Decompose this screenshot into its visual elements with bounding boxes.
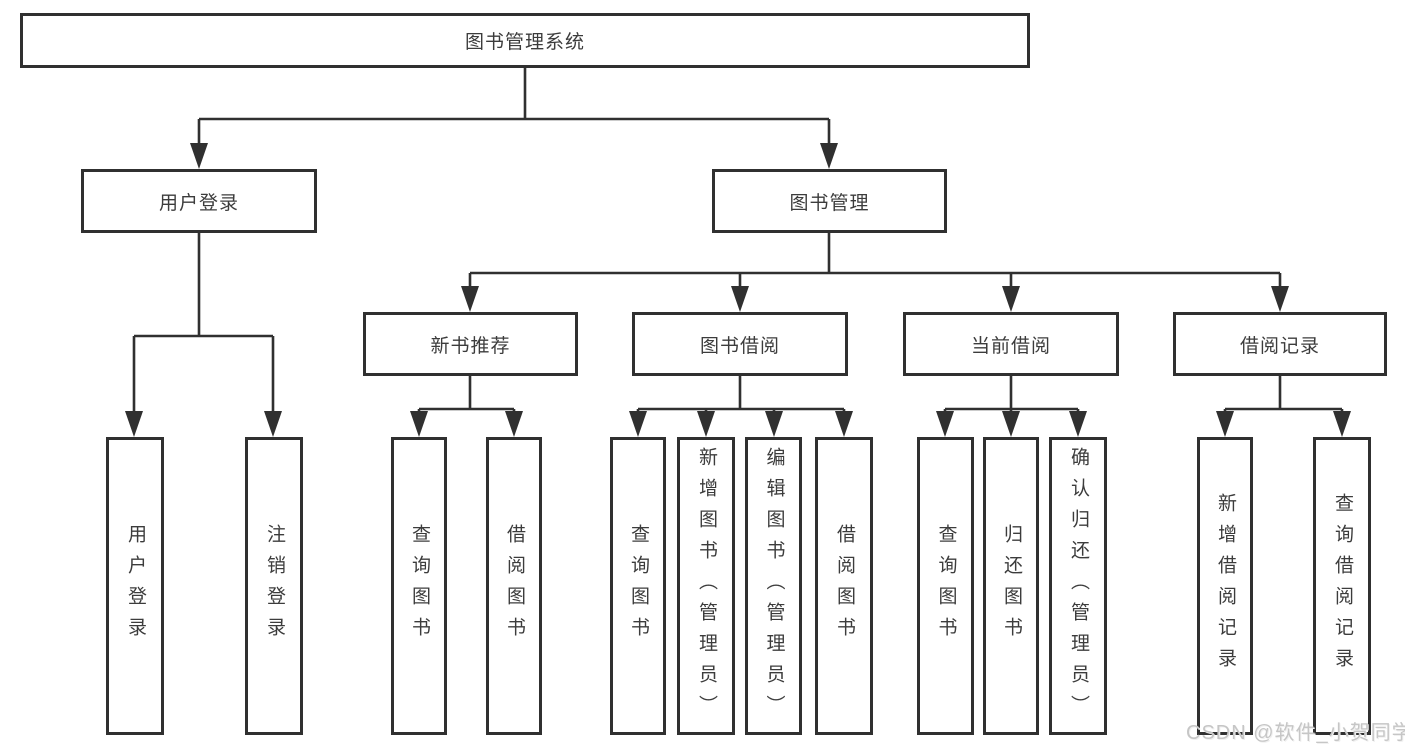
- leaf-confirm-return-admin-label: 确认归还（管理员）: [1067, 446, 1089, 726]
- leaf-return-books-label: 归还图书: [1000, 524, 1022, 648]
- leaf-add-borrow-record: 新增借阅记录: [1197, 437, 1253, 735]
- leaf-add-books-admin: 新增图书（管理员）: [677, 437, 735, 735]
- node-user-login-label: 用户登录: [158, 192, 239, 214]
- node-current-borrowing-label: 当前借阅: [970, 335, 1051, 357]
- leaf-borrow-books: 借阅图书: [815, 437, 873, 735]
- leaf-query-books-borrowing: 查询图书: [610, 437, 666, 735]
- node-book-borrowing: 图书借阅: [632, 312, 848, 376]
- node-user-login: 用户登录: [81, 169, 317, 233]
- leaf-logout: 注销登录: [245, 437, 303, 735]
- leaf-query-books-current: 查询图书: [917, 437, 974, 735]
- leaf-query-books-current-label: 查询图书: [935, 524, 957, 648]
- leaf-query-books-recommend-label: 查询图书: [408, 524, 430, 648]
- leaf-logout-label: 注销登录: [263, 524, 285, 648]
- leaf-edit-books-admin-label: 编辑图书（管理员）: [763, 446, 785, 726]
- leaf-edit-books-admin: 编辑图书（管理员）: [745, 437, 802, 735]
- node-root: 图书管理系统: [20, 13, 1030, 68]
- tree-edges: [132, 68, 1344, 414]
- leaf-confirm-return-admin: 确认归还（管理员）: [1049, 437, 1107, 735]
- leaf-borrow-books-recommend: 借阅图书: [486, 437, 542, 735]
- leaf-query-books-borrowing-label: 查询图书: [627, 524, 649, 648]
- leaf-borrow-books-label: 借阅图书: [833, 524, 855, 648]
- leaf-query-borrow-record: 查询借阅记录: [1313, 437, 1371, 735]
- csdn-watermark: CSDN @软件_小贺同学: [1186, 722, 1405, 744]
- leaf-add-books-admin-label: 新增图书（管理员）: [695, 446, 717, 726]
- node-borrowing-records-label: 借阅记录: [1239, 335, 1320, 357]
- node-borrowing-records: 借阅记录: [1173, 312, 1387, 376]
- node-current-borrowing: 当前借阅: [903, 312, 1119, 376]
- leaf-borrow-books-recommend-label: 借阅图书: [503, 524, 525, 648]
- node-new-book-recommend-label: 新书推荐: [430, 335, 511, 357]
- node-new-book-recommend: 新书推荐: [363, 312, 578, 376]
- leaf-user-login-label: 用户登录: [124, 524, 146, 648]
- node-book-management: 图书管理: [712, 169, 947, 233]
- leaf-query-borrow-record-label: 查询借阅记录: [1331, 493, 1353, 679]
- leaf-query-books-recommend: 查询图书: [391, 437, 447, 735]
- arrow-heads: [125, 143, 1351, 437]
- leaf-user-login: 用户登录: [106, 437, 164, 735]
- node-book-borrowing-label: 图书借阅: [699, 335, 780, 357]
- leaf-return-books: 归还图书: [983, 437, 1039, 735]
- node-book-management-label: 图书管理: [789, 192, 870, 214]
- node-root-label: 图书管理系统: [464, 32, 585, 53]
- leaf-add-borrow-record-label: 新增借阅记录: [1214, 493, 1236, 679]
